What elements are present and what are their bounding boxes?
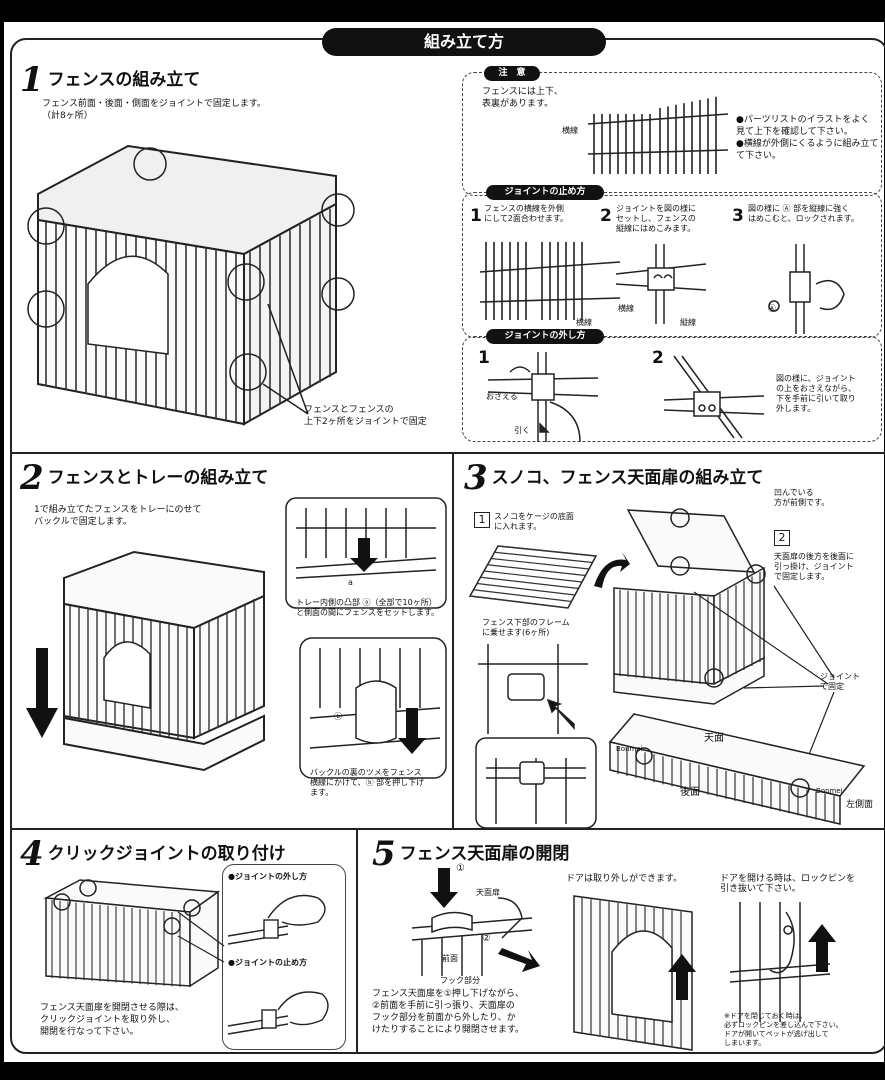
section5-door-open: ドアを開ける時は、ロックピンを 引き抜いて下さい。 xyxy=(720,874,856,894)
removable-door-illustration xyxy=(573,895,696,1051)
section3-step1-text: スノコをケージの底面 に入れます。 xyxy=(494,512,574,531)
section4-desc: フェンス天面扉を開閉させる際は、 クリックジョイントを取り外し、 開閉を行なって… xyxy=(40,1003,184,1037)
note-box xyxy=(462,72,882,196)
click-joint-cage-illustration xyxy=(43,879,221,988)
joint-closeup-illustration xyxy=(475,737,597,829)
section2-number: 2 xyxy=(20,458,44,498)
section3-brand1: Bonmei xyxy=(616,745,643,753)
divider-row2 xyxy=(452,452,454,830)
section3-left-side-label: 左側面 xyxy=(846,800,874,810)
attach-label-horizontal2: 横線 xyxy=(618,304,634,313)
attach-label-a: Ⓐ xyxy=(768,304,776,313)
buckle-detail-illustration xyxy=(299,637,447,779)
detach-step1-num: 1 xyxy=(478,348,490,368)
section3-frame-text: フェンス下部のフレーム に乗せます(6ヶ所) xyxy=(482,618,570,637)
click-joint-pointer-lines xyxy=(177,911,225,963)
top-door-open-illustration xyxy=(411,868,540,976)
attach-step2-num: 2 xyxy=(600,206,612,226)
section5-front-label: 前面 xyxy=(442,954,458,963)
section4-attach: ●ジョイントの止め方 xyxy=(228,958,307,967)
bottom-black-bar xyxy=(0,1062,885,1080)
section1-number: 1 xyxy=(20,60,44,100)
section2-label-a: a xyxy=(348,578,353,587)
click-joint-remove-illustration xyxy=(227,894,326,945)
joint-detach-label: ジョイントの外し方 xyxy=(486,329,604,344)
section2-label-b: ⓑ xyxy=(334,712,342,721)
cage-on-tray-illustration xyxy=(26,550,265,772)
attach-joint-illustration xyxy=(615,244,707,324)
section5-desc: フェンス天面扉を①押し下げながら、 ②前面を手前に引っ張り、天面扉の フック部分… xyxy=(372,989,524,1035)
detach-step1-illustration xyxy=(487,352,599,443)
section5-door-removable: ドアは取り外しができます。 xyxy=(566,874,683,884)
click-joint-box xyxy=(222,864,346,1050)
note-fence-illustration xyxy=(587,96,729,174)
section1-desc: フェンス前面・後面・側面をジョイントで固定します。 （計8ヶ所） xyxy=(42,99,266,121)
note-bullets: ●パーツリストのイラストをよく 見て上下を確認して下さい。 ●横線が外側にくるよ… xyxy=(736,115,879,161)
attach-label-horizontal: 横線 xyxy=(576,318,592,327)
section3-top-label: 天面 xyxy=(704,733,724,744)
detach-text: 図の様に、ジョイント の上をおさえながら、 下を手前に引いて取り 外します。 xyxy=(776,374,856,413)
section3-brand2: Bonmei xyxy=(816,787,843,795)
attach-step3-num: 3 xyxy=(732,206,744,226)
attach-step1-text: フェンスの横線を外側 にして2面合わせます。 xyxy=(484,204,569,223)
sunoko-arrow xyxy=(594,552,630,588)
frame-detail-illustration xyxy=(478,644,588,734)
attach-step3-text: 図の様に Ⓐ 部を縦線に強く はめこむと、ロックされます。 xyxy=(748,204,859,223)
note-wire-label: 横線 xyxy=(562,126,578,135)
section3-step2-num: 2 xyxy=(774,530,790,546)
section2-detail1: トレー内側の凸部 ⓐ（全部で10ヶ所） と側面の間にフェンスをセットします。 xyxy=(296,598,440,617)
section5-circle1: ① xyxy=(456,863,465,874)
cage-top-door-illustration xyxy=(613,508,766,705)
joint-attach-label: ジョイントの止め方 xyxy=(486,185,604,200)
detach-press-label: おさえる xyxy=(486,392,518,401)
tray-detail-illustration xyxy=(285,497,447,609)
attach-fence-illustration xyxy=(479,242,621,320)
divider-row3 xyxy=(10,828,885,830)
detach-step2-illustration xyxy=(663,355,765,439)
note-left-text: フェンスには上下、 表裏があります。 xyxy=(482,87,563,109)
sunoko-illustration xyxy=(468,545,598,609)
section5-number: 5 xyxy=(372,834,396,874)
attach-lock-illustration xyxy=(768,244,845,334)
section1-callout: フェンスとフェンスの 上下2ヶ所をジョイントで固定 xyxy=(304,405,427,427)
section3-joint-fix: ジョイント で固定 xyxy=(820,672,860,691)
section5-top-door-label: 天面扉 xyxy=(476,888,500,897)
attach-step2-text: ジョイントを図の様に セットし、フェンスの 縦線にはめこみます。 xyxy=(616,204,696,233)
section3-hollow: 凹んでいる 方が前側です。 xyxy=(774,488,830,507)
top-black-bar xyxy=(0,0,885,22)
cage-illustration-1 xyxy=(27,144,355,426)
section5-hook-label: フック部分 xyxy=(440,976,480,985)
section5-lock-note: ※ドアを閉じておく時は、 必ずロックピンを差し込んで下さい。 ドアが開いてペット… xyxy=(724,1012,843,1047)
click-joint-attach-illustration xyxy=(227,991,329,1035)
joint-detach-box xyxy=(462,336,882,442)
section3-step1-num: 1 xyxy=(474,512,490,528)
attach-label-vertical: 縦線 xyxy=(680,318,696,327)
divider-row3-split xyxy=(356,828,358,1054)
section3-step2-text: 天面扉の後方を後面に 引っ掛け、ジョイント で固定します。 xyxy=(774,552,854,581)
attach-step1-num: 1 xyxy=(470,206,482,226)
detach-step2-num: 2 xyxy=(652,348,664,368)
section4-remove: ●ジョイントの外し方 xyxy=(228,872,307,881)
section4-number: 4 xyxy=(20,834,44,874)
lock-pin-illustration xyxy=(729,902,836,1022)
detach-pull-label: 引く xyxy=(514,426,530,435)
divider-row1 xyxy=(10,452,885,454)
joint-attach-box xyxy=(462,192,882,338)
section3-back-label: 後面 xyxy=(680,787,700,798)
section5-circle2: ② xyxy=(482,933,491,944)
note-label: 注 意 xyxy=(484,66,540,81)
page-title: 組み立て方 xyxy=(322,28,606,56)
section3-number: 3 xyxy=(464,458,488,498)
top-back-panel-illustration xyxy=(608,713,866,825)
section2-desc: 1で組み立てたフェンスをトレーにのせて バックルで固定します。 xyxy=(34,505,202,527)
section2-detail2: バックルの裏のツメをフェンス 横線にかけて、ⓑ 部を押し下げ ます。 xyxy=(310,768,425,797)
